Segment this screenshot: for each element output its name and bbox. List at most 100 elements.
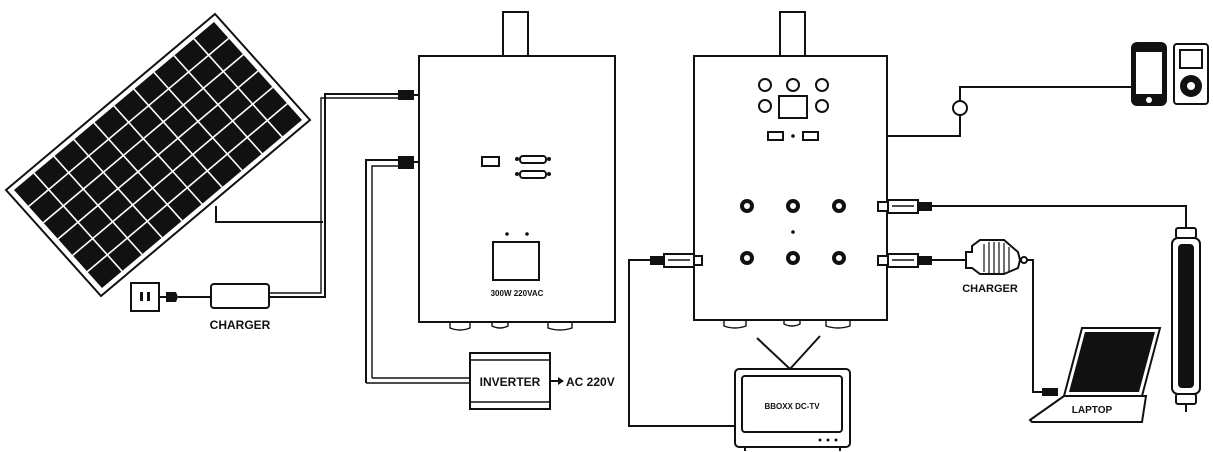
inverter-fins xyxy=(470,359,550,403)
control-button-5 xyxy=(815,99,829,113)
lamp-cable xyxy=(932,205,1187,228)
laptop-cable xyxy=(1027,259,1044,393)
dc-plug-bottom-tip xyxy=(877,255,889,266)
outlet-slot-left xyxy=(140,292,143,301)
control-button-3 xyxy=(815,78,829,92)
serial-screw-3 xyxy=(515,172,519,176)
control-button-4 xyxy=(758,99,772,113)
tv-cable xyxy=(628,259,735,427)
panel-cell-divider xyxy=(42,54,244,224)
wall-outlet xyxy=(130,282,211,312)
panel-cell-divider xyxy=(57,70,259,240)
dc-socket-led xyxy=(791,230,795,234)
solar-panel-cells xyxy=(28,37,288,273)
tv-button-1 xyxy=(818,438,822,442)
dc-output-sockets xyxy=(740,199,846,265)
dc-plug-tv-boot xyxy=(650,256,664,265)
lamp-bottom-cap xyxy=(1175,393,1197,405)
cable-hub-icon xyxy=(952,100,968,116)
inverter-wire-outer xyxy=(365,159,400,383)
control-button-1 xyxy=(758,78,772,92)
charger-right-body xyxy=(965,239,1022,275)
solar-panel xyxy=(4,12,312,298)
inverter-wire-inner xyxy=(371,165,400,378)
serial-screw-2 xyxy=(547,157,551,161)
smartphone-icon xyxy=(1131,42,1167,106)
tv-antenna-icon xyxy=(756,335,821,371)
unit-left-foot-1 xyxy=(449,322,471,331)
unit-right-foot-1 xyxy=(723,320,747,329)
charger-right-hatch-lines xyxy=(983,242,1010,273)
inverter: INVERTER AC 220V xyxy=(366,352,615,410)
media-player-icon xyxy=(1173,43,1209,105)
usb-port-icon xyxy=(481,156,500,167)
charger-right: CHARGER xyxy=(962,239,1022,295)
power-unit-right xyxy=(693,11,888,329)
dc-plug-bottom-boot xyxy=(918,256,932,265)
ac-output-label: AC 220V xyxy=(566,375,615,389)
tv-button-2 xyxy=(826,438,830,442)
serial-screw-4 xyxy=(547,172,551,176)
unit-right-foot-2 xyxy=(783,320,801,327)
charger-to-unit-wire-inner xyxy=(269,97,400,294)
dc-socket-3-hole xyxy=(836,203,842,209)
usb-cable-devices xyxy=(887,102,961,137)
laptop-label: LAPTOP xyxy=(1072,405,1113,416)
charger-right-hatch xyxy=(983,242,1010,273)
laptop-plug xyxy=(1042,388,1058,396)
inverter-input-wire-end xyxy=(366,377,470,384)
outlet-slot-right xyxy=(147,292,150,301)
inverter-label: INVERTER xyxy=(480,375,541,389)
charger-to-unit-wire-outer xyxy=(269,93,400,298)
media-player-screen xyxy=(1179,49,1203,69)
tv-screen xyxy=(741,375,843,433)
laptop-base xyxy=(1028,395,1148,423)
plug-icon xyxy=(166,292,178,302)
lamp-tube-inner xyxy=(1178,244,1194,388)
tv-feet xyxy=(744,447,841,451)
panel-cell-divider xyxy=(86,103,288,273)
unit-left-foot-2 xyxy=(491,322,509,329)
unit-rating-label: 300W 220VAC xyxy=(491,289,544,298)
smartphone-home-button xyxy=(1146,97,1152,103)
charger-right-label: CHARGER xyxy=(962,283,1018,295)
dc-plug-top-right xyxy=(877,199,932,214)
outlet-plate xyxy=(130,282,160,312)
serial-screw-1 xyxy=(515,157,519,161)
charger-right-output-dot xyxy=(1020,256,1028,264)
dc-plug-tv-tip xyxy=(693,255,703,266)
serial-port-top-icon xyxy=(519,155,547,164)
unit-left-handle xyxy=(502,11,529,57)
status-led xyxy=(791,134,795,138)
usb-port-right-icon xyxy=(802,131,819,141)
tv-button-3 xyxy=(834,438,838,442)
panel-output-wire xyxy=(215,206,323,223)
dc-connector-bottom xyxy=(398,156,414,169)
power-unit-left: 300W 220VAC xyxy=(418,11,616,331)
charger-left: CHARGER xyxy=(210,283,271,332)
dc-plug-top-boot xyxy=(918,202,932,211)
ac-socket-icon xyxy=(492,241,540,281)
lamp-top-cap xyxy=(1175,227,1197,239)
inverter-body xyxy=(469,352,551,410)
charger-left-label: CHARGER xyxy=(210,318,271,332)
laptop-screen xyxy=(1069,332,1155,392)
panel-cell-divider xyxy=(72,86,274,256)
charger-left-body xyxy=(210,283,270,309)
laptop-icon: LAPTOP xyxy=(1028,327,1162,423)
unit-right-handle xyxy=(779,11,806,57)
dc-socket-5-hole xyxy=(790,255,796,261)
serial-port-bottom-icon xyxy=(519,170,547,179)
dc-socket-6-hole xyxy=(836,255,842,261)
dc-plug-top-tip xyxy=(877,201,889,212)
usb-cable-devices-end xyxy=(959,86,1131,101)
panel-cell-divider xyxy=(28,37,230,207)
dc-plug-bottom-right xyxy=(877,253,932,268)
dc-connector-top xyxy=(398,90,414,100)
unit-left-body xyxy=(418,55,616,323)
tube-lamp-icon xyxy=(1171,227,1201,412)
indicator-led-1 xyxy=(505,232,509,236)
control-button-2 xyxy=(786,78,800,92)
dc-socket-4-hole xyxy=(744,255,750,261)
